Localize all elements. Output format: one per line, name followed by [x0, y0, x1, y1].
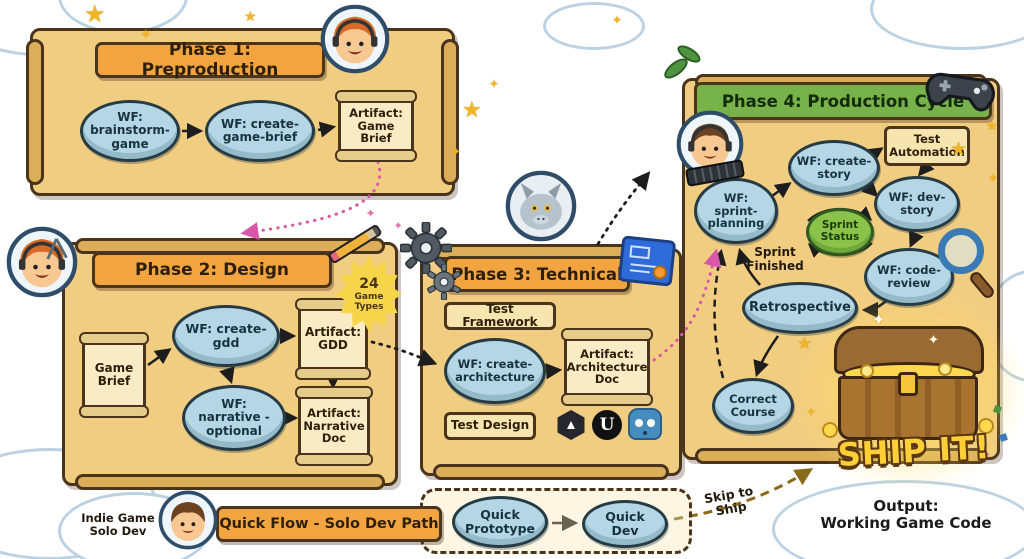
- treasure-chest-icon: ✦ ✦: [820, 312, 996, 446]
- phase1-avatar: [320, 4, 390, 74]
- game-controller-icon: [919, 63, 1001, 123]
- correct-course-node: Correct Course: [712, 378, 794, 434]
- phase3-dragon-avatar: [505, 170, 577, 242]
- badge-label: Game Types: [354, 292, 384, 312]
- wf-code-review-node: WF: code-review: [864, 248, 954, 306]
- star-icon: ★: [797, 334, 813, 354]
- unity-icon: [557, 410, 585, 440]
- star-icon: ✦: [489, 77, 500, 91]
- star-icon: ✦: [806, 405, 817, 419]
- sparkle-icon: ✦: [394, 221, 403, 232]
- blueprint-icon: [617, 235, 677, 287]
- wf-create-gdd-node: WF: create-gdd: [172, 305, 280, 367]
- star-icon: ★: [950, 138, 968, 160]
- wf-create-story-node: WF: create-story: [788, 140, 880, 196]
- artifact-game-brief-node: Artifact: Game Brief: [335, 90, 417, 162]
- phase3-banner: Phase 3: Technical: [444, 256, 630, 292]
- quick-flow-banner: Quick Flow - Solo Dev Path: [216, 506, 442, 542]
- retrospective-node: Retrospective: [742, 282, 858, 334]
- quick-prototype-node: Quick Prototype: [452, 496, 548, 548]
- scroll-edge: [75, 474, 385, 490]
- cloud: [543, 2, 645, 50]
- game-brief-input-node: Game Brief: [79, 332, 149, 418]
- wf-brainstorm-game-node: WF: brainstorm-game: [80, 100, 180, 162]
- phase2-banner: Phase 2: Design: [92, 252, 332, 288]
- phase2-title: Phase 2: Design: [134, 260, 289, 280]
- phase4-avatar: [676, 110, 744, 178]
- wf-dev-story-node: WF: dev-story: [874, 176, 960, 232]
- wf-create-game-brief-node: WF: create-game-brief: [205, 100, 315, 162]
- godot-icon: [628, 408, 662, 440]
- gears-icon: [400, 222, 462, 302]
- cloud: [870, 0, 1024, 50]
- star-icon: ★: [244, 9, 257, 25]
- star-icon: ✦: [450, 145, 461, 160]
- star-icon: ★: [986, 119, 998, 134]
- star-icon: ✦: [140, 27, 152, 43]
- phase1-title: Phase 1: Preproduction: [141, 40, 279, 80]
- phase3-title: Phase 3: Technical: [451, 264, 623, 284]
- sprint-status-node: Sprint Status: [806, 208, 874, 256]
- output-label: Output: Working Game Code: [804, 497, 1008, 533]
- phase2-avatar: [6, 226, 78, 298]
- artifact-architecture-doc-node: Artifact: Architecture Doc: [561, 328, 653, 406]
- skip-to-ship-label: Skip to Ship: [702, 482, 755, 519]
- wf-sprint-planning-node: WF: sprint-planning: [694, 178, 778, 244]
- star-icon: ★: [84, 0, 106, 28]
- scroll-edge: [26, 39, 44, 185]
- magnifier-icon: [936, 226, 1002, 304]
- solo-dev-label: Indie Game Solo Dev: [81, 511, 155, 539]
- wf-create-architecture-node: WF: create-architecture: [444, 338, 546, 404]
- solo-dev-avatar: [158, 490, 218, 550]
- quick-dev-node: Quick Dev: [582, 500, 668, 548]
- wf-narrative-node: WF: narrative - optional: [182, 385, 286, 451]
- badge-number: 24: [359, 276, 379, 292]
- unreal-icon: U: [592, 410, 622, 440]
- sprint-finished-label: Sprint Finished: [746, 245, 804, 273]
- scroll-edge: [441, 39, 459, 185]
- star-icon: ✦: [612, 13, 623, 27]
- artifact-narrative-doc-node: Artifact: Narrative Doc: [295, 386, 373, 466]
- test-framework-node: Test Framework: [444, 302, 556, 330]
- scroll-edge: [433, 464, 669, 480]
- output-value: Working Game Code: [820, 514, 992, 533]
- test-design-node: Test Design: [444, 412, 536, 440]
- star-icon: ★: [462, 98, 482, 123]
- star-icon: ✦: [988, 171, 999, 185]
- phase1-banner: Phase 1: Preproduction: [95, 40, 325, 80]
- sparkle-icon: ✦: [366, 207, 376, 220]
- output-title: Output:: [873, 497, 939, 515]
- quick-flow-title: Quick Flow - Solo Dev Path: [219, 516, 439, 532]
- phase4-title: Phase 4: Production Cycle: [721, 91, 965, 111]
